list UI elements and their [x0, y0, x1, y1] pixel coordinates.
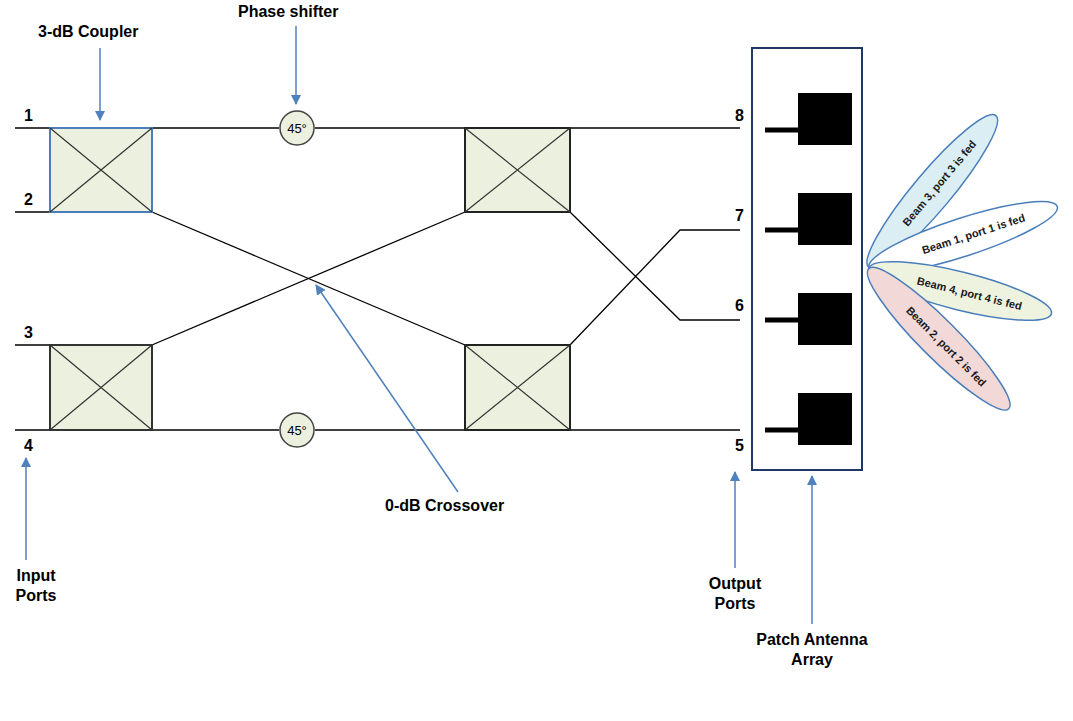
port-number: 8: [735, 106, 755, 126]
callout-label: Input Ports: [6, 566, 66, 606]
callout-arrows: [26, 26, 812, 624]
callout-label: Phase shifter: [238, 2, 378, 22]
port-number: 2: [24, 190, 44, 210]
beam-label: Beam 2, port 2 is fed: [904, 304, 989, 389]
beam-label: Beam 3, port 3 is fed: [900, 138, 978, 228]
port-number: 5: [735, 436, 755, 456]
port-number: 7: [735, 206, 755, 226]
wiring: [15, 128, 740, 430]
port-number: 1: [24, 106, 44, 126]
phase-value: 45°: [287, 423, 307, 438]
callout-label: Patch Antenna Array: [737, 630, 887, 670]
callout-label: 3-dB Coupler: [38, 22, 178, 42]
patch-antenna-array: [752, 48, 862, 470]
callout-label: 0-dB Crossover: [385, 496, 545, 516]
phase-value: 45°: [287, 121, 307, 136]
port-number: 4: [24, 436, 44, 456]
callout-label: Output Ports: [690, 574, 780, 614]
port-number: 3: [24, 323, 44, 343]
port-number: 6: [735, 296, 755, 316]
phase-shifter: 45°: [279, 110, 315, 146]
hybrid-couplers: [50, 128, 570, 430]
phase-shifter: 45°: [279, 412, 315, 448]
